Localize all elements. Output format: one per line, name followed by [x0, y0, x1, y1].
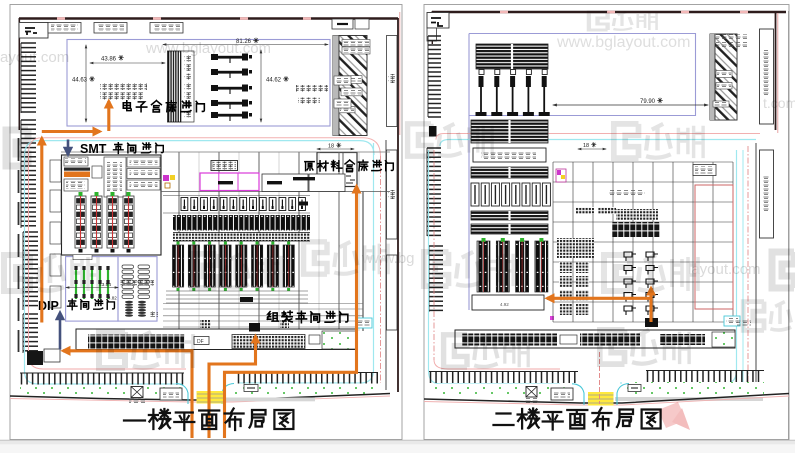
svg-text:18: 18 — [583, 143, 589, 149]
svg-text:4.82: 4.82 — [108, 296, 117, 301]
svg-text:43.86: 43.86 — [101, 57, 117, 63]
svg-text:43.94: 43.94 — [99, 282, 111, 288]
svg-text:44.63: 44.63 — [72, 78, 88, 84]
svg-text:SMT: SMT — [80, 142, 107, 156]
svg-text:www.bglayout.com: www.bglayout.com — [145, 40, 271, 57]
svg-text:t.com: t.com — [763, 95, 795, 111]
svg-text:layout.com: layout.com — [688, 261, 761, 278]
svg-text:www.bglayout.com: www.bglayout.com — [556, 34, 690, 51]
svg-text:44.62: 44.62 — [266, 78, 282, 84]
svg-text:www.bg: www.bg — [361, 250, 415, 267]
svg-text:DF: DF — [197, 339, 204, 345]
svg-text:79.90: 79.90 — [640, 99, 656, 105]
svg-text:18: 18 — [328, 144, 334, 150]
svg-text:4.92: 4.92 — [500, 302, 509, 307]
svg-text:ayout.com: ayout.com — [0, 49, 69, 66]
svg-text:81.26: 81.26 — [236, 39, 252, 45]
